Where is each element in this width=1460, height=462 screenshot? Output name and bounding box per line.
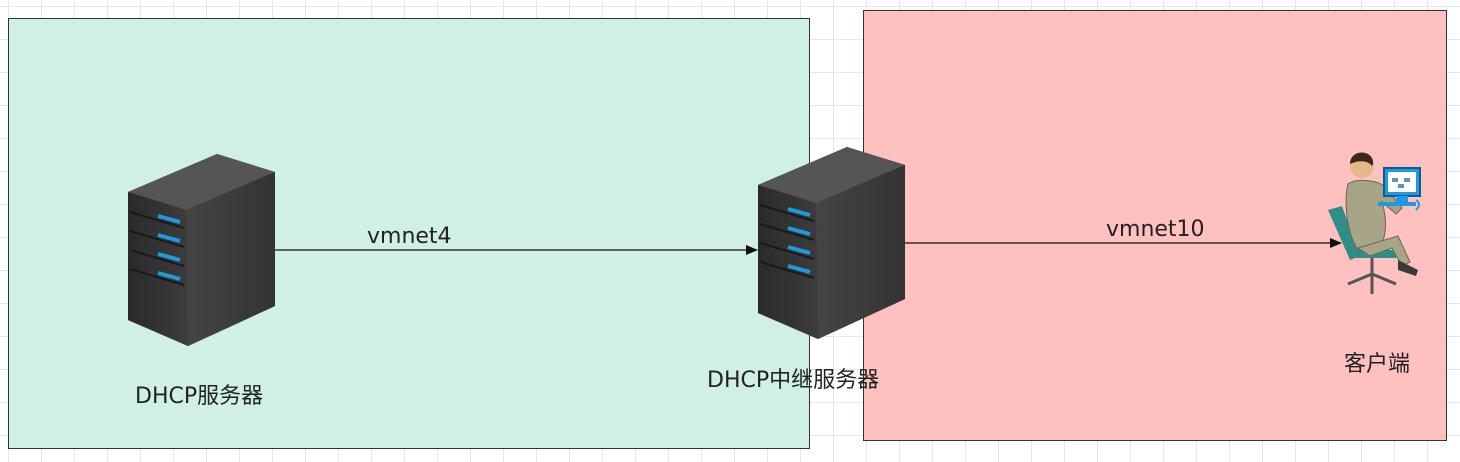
dhcp-server-label: DHCP服务器 <box>135 384 264 409</box>
server-tower-icon[interactable] <box>128 154 275 346</box>
dhcp-relay-server-label: DHCP中继服务器 <box>707 368 880 393</box>
link-label-vmnet4: vmnet4 <box>367 224 452 249</box>
server-tower-icon[interactable] <box>758 147 905 339</box>
client-label: 客户端 <box>1344 352 1411 377</box>
link-label-vmnet10: vmnet10 <box>1106 217 1205 242</box>
person-at-computer-icon[interactable] <box>1328 152 1421 294</box>
